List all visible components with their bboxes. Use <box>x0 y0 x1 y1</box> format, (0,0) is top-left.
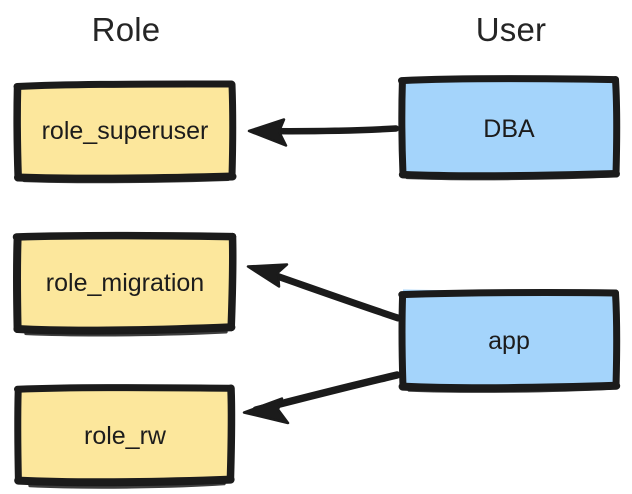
edge-app-to-role-migration <box>246 263 402 322</box>
edge-app-to-role-rw <box>242 371 401 425</box>
node-shape-sketch <box>14 384 236 489</box>
column-header-user: User <box>475 11 547 48</box>
node-shape-sketch <box>12 231 237 337</box>
node-role-migration[interactable]: role_migration <box>12 231 237 337</box>
node-role-superuser[interactable]: role_superuser <box>13 80 237 184</box>
node-shape-sketch <box>398 75 621 181</box>
edge-dba-to-role-superuser <box>247 118 400 147</box>
node-shape-sketch <box>398 288 621 393</box>
column-header-role: Role <box>91 11 161 48</box>
node-role-rw[interactable]: role_rw <box>14 384 236 489</box>
node-user-dba[interactable]: DBA <box>398 75 621 181</box>
node-user-app[interactable]: app <box>398 288 621 393</box>
node-shape-sketch <box>13 80 237 184</box>
